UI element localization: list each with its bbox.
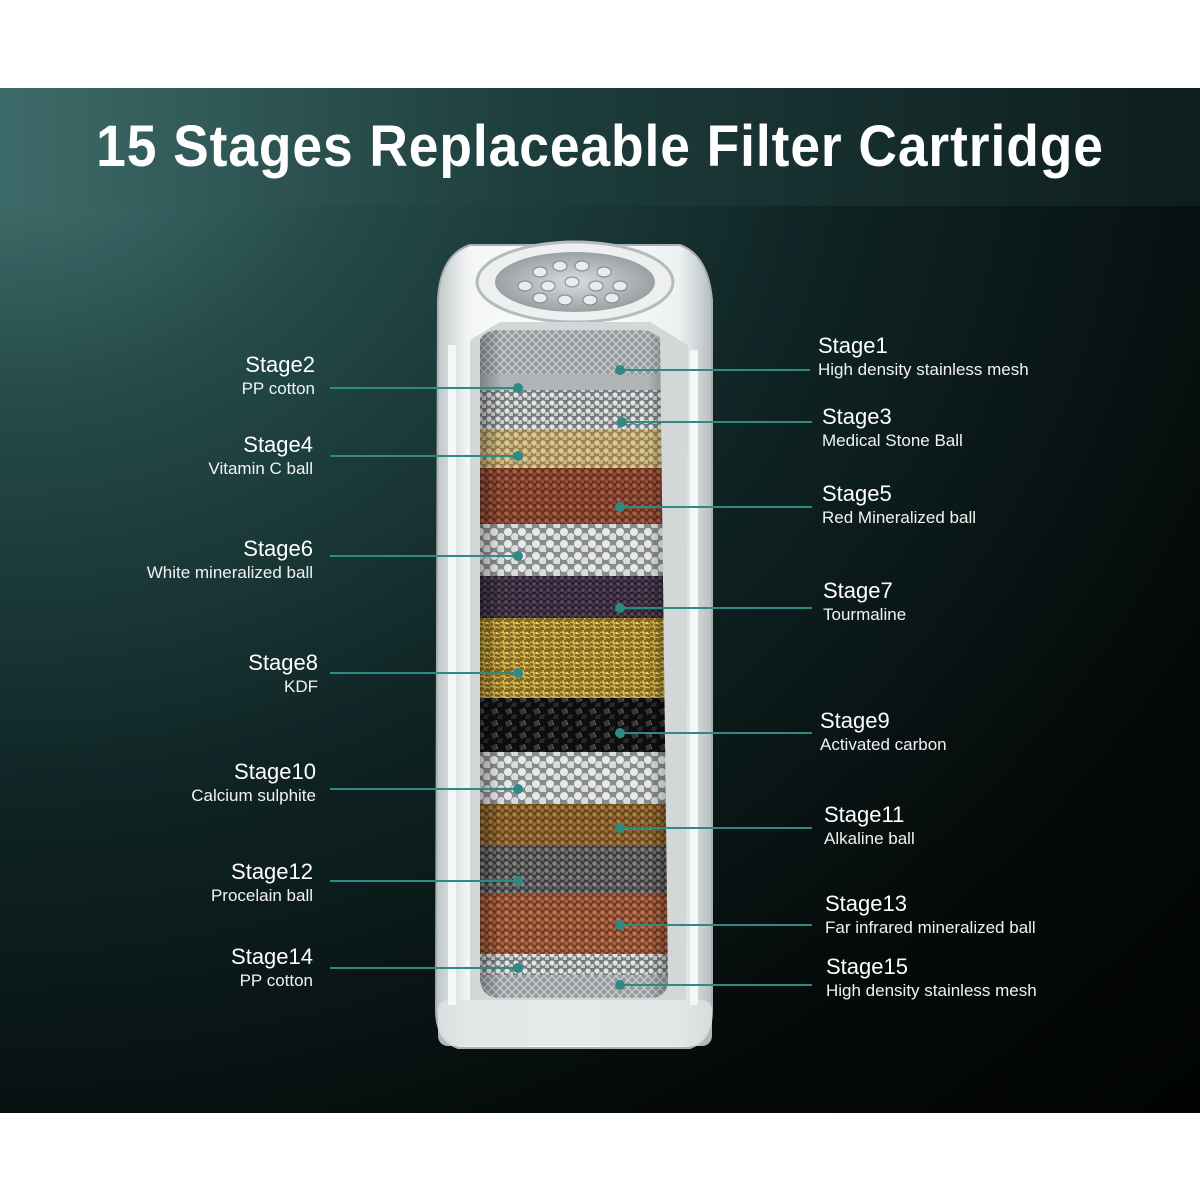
stage-description: Procelain ball [210, 886, 313, 905]
leader-dot-stage1 [615, 365, 625, 375]
stage-description: High density stainless mesh [818, 360, 1029, 379]
title-band: 15 Stages Replaceable Filter Cartridge [0, 88, 1200, 206]
leader-dot-stage3 [617, 417, 627, 427]
stage-number: Stage14 [231, 944, 313, 969]
stage-description: Calcium sulphite [191, 786, 316, 805]
stage-description: PP cotton [239, 971, 313, 990]
leader-dot-stage12 [513, 876, 523, 886]
stage-description: PP cotton [241, 379, 315, 398]
stage-description: White mineralized ball [146, 563, 313, 582]
leader-dot-stage8 [513, 668, 523, 678]
stage-label-14: Stage14 PP cotton [231, 944, 313, 992]
leader-dot-stage6 [513, 551, 523, 561]
stage-number: Stage1 [818, 333, 888, 358]
leader-lines [330, 365, 812, 990]
stage-number: Stage2 [245, 352, 315, 377]
leader-dot-stage10 [513, 784, 523, 794]
stage-number: Stage6 [243, 536, 313, 561]
stage-description: Activated carbon [820, 735, 947, 754]
stage-number: Stage11 [824, 802, 905, 827]
stage-description: Far infrared mineralized ball [825, 918, 1036, 937]
stage-number: Stage10 [234, 759, 316, 784]
leader-dot-stage15 [615, 980, 625, 990]
shell-base [438, 1000, 712, 1046]
leader-dot-stage14 [513, 963, 523, 973]
stage-description: High density stainless mesh [826, 981, 1037, 1000]
stage-description: Vitamin C ball [208, 459, 313, 478]
stage-number: Stage15 [826, 954, 908, 979]
leader-dot-stage5 [615, 502, 625, 512]
stage-number: Stage13 [825, 891, 907, 916]
leader-dot-stage11 [615, 823, 625, 833]
stage-number: Stage7 [823, 578, 893, 603]
stage-description: Alkaline ball [824, 829, 915, 848]
stage-description: Red Mineralized ball [822, 508, 977, 527]
stage-description: KDF [284, 677, 318, 696]
stage-number: Stage5 [822, 481, 892, 506]
leader-dot-stage7 [615, 603, 625, 613]
page-title: 15 Stages Replaceable Filter Cartridge [96, 114, 1104, 179]
stage-description: Tourmaline [823, 605, 907, 624]
stage-number: Stage12 [231, 859, 313, 884]
cap-holes [517, 260, 628, 306]
stage-number: Stage4 [243, 432, 313, 457]
stage-number: Stage9 [820, 708, 890, 733]
leader-dot-stage2 [513, 383, 523, 393]
stage-number: Stage8 [248, 650, 318, 675]
filter-core [480, 330, 668, 998]
leader-dot-stage13 [615, 920, 625, 930]
core-shading [480, 330, 668, 998]
stage-number: Stage3 [822, 404, 892, 429]
leader-dot-stage9 [615, 728, 625, 738]
stage-label-2: Stage2 PP cotton [242, 352, 315, 400]
leader-dot-stage4 [513, 451, 523, 461]
stage-description: Medical Stone Ball [822, 431, 963, 450]
